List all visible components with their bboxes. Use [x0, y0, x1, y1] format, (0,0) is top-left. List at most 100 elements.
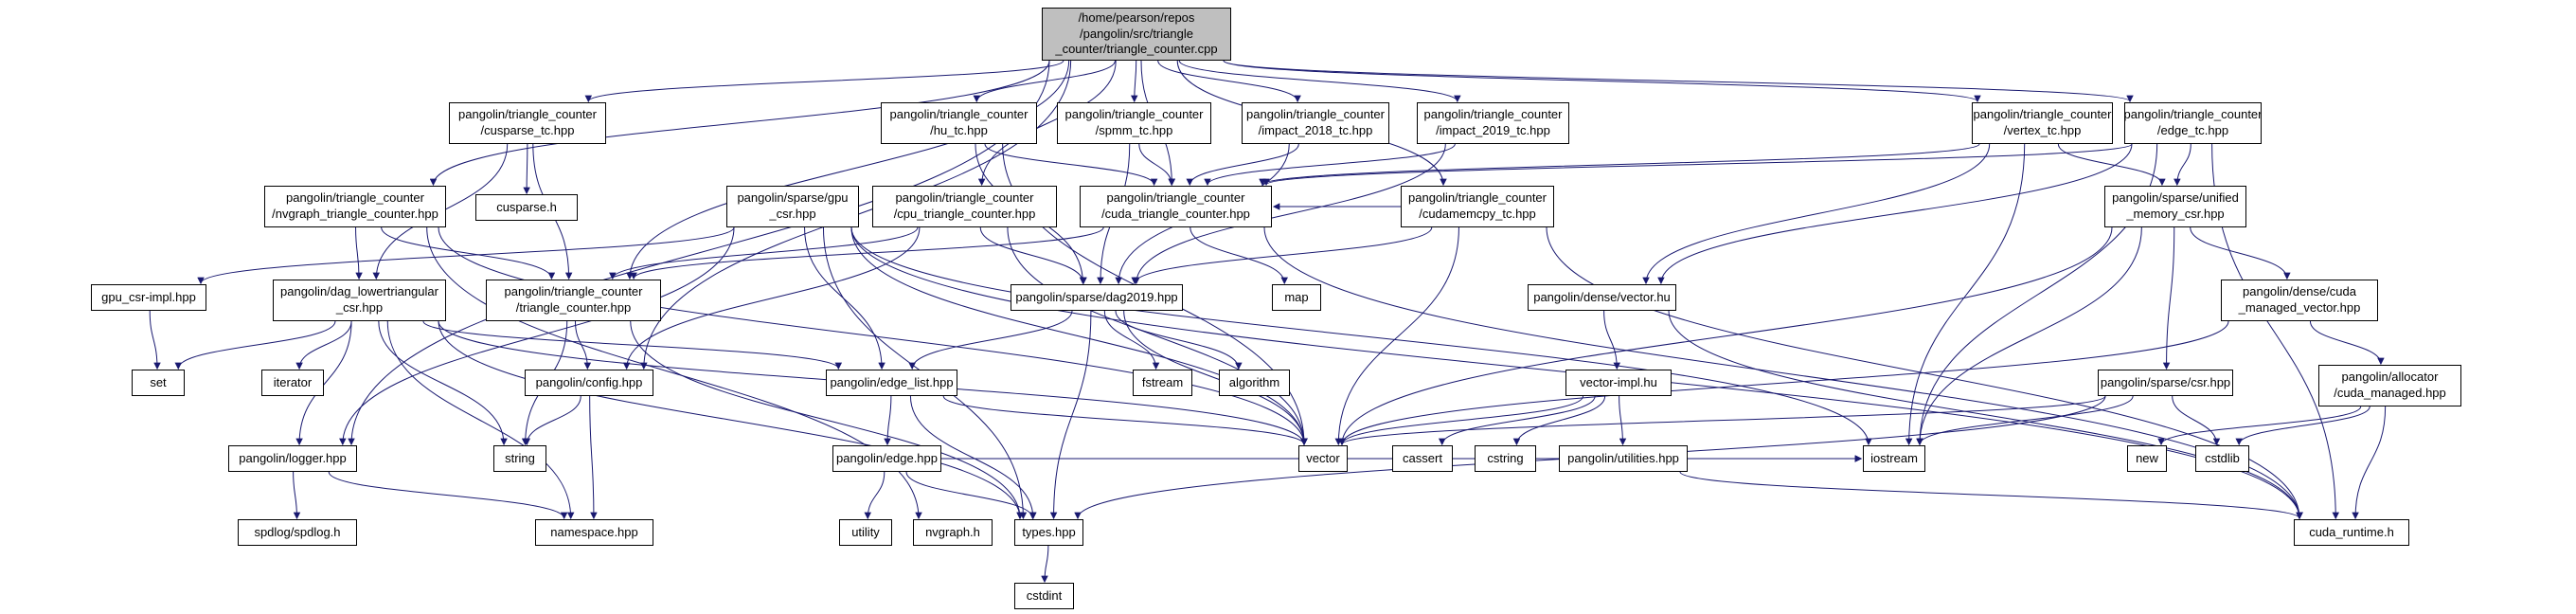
- graph-node-hu_tc[interactable]: pangolin/triangle_counter /hu_tc.hpp: [881, 102, 1037, 144]
- graph-node-set[interactable]: set: [132, 370, 185, 396]
- graph-node-iterator[interactable]: iterator: [261, 370, 324, 396]
- include-edge-tc_hpp-to-config: [574, 320, 592, 370]
- graph-node-utilities[interactable]: pangolin/utilities.hpp: [1559, 445, 1688, 472]
- include-edge-logger-to-spdlog: [293, 471, 301, 520]
- graph-node-spmm_tc[interactable]: pangolin/triangle_counter /spmm_tc.hpp: [1057, 102, 1211, 144]
- graph-node-unified_csr[interactable]: pangolin/sparse/unified _memory_csr.hpp: [2104, 186, 2246, 227]
- graph-node-new[interactable]: new: [2127, 445, 2167, 472]
- graph-node-cuda_tc[interactable]: pangolin/triangle_counter /cuda_triangle…: [1080, 186, 1272, 227]
- include-edge-cuda_tc-to-map: [1190, 226, 1288, 285]
- graph-node-cpu_tc[interactable]: pangolin/triangle_counter /cpu_triangle_…: [872, 186, 1057, 227]
- include-edge-impact2018-to-cuda_tc: [1186, 143, 1299, 187]
- graph-node-config[interactable]: pangolin/config.hpp: [525, 370, 653, 396]
- include-edge-cudamemcpy_tc-to-dag2019: [1131, 226, 1433, 285]
- graph-node-cstdint[interactable]: cstdint: [1014, 583, 1074, 609]
- graph-node-gpu_csr_impl[interactable]: gpu_csr-impl.hpp: [91, 284, 206, 311]
- include-edge-gpu_csr-to-logger: [339, 226, 735, 446]
- graph-node-cstring[interactable]: cstring: [1475, 445, 1536, 472]
- graph-node-types[interactable]: types.hpp: [1014, 519, 1083, 546]
- graph-node-edge_hpp[interactable]: pangolin/edge.hpp: [832, 445, 941, 472]
- graph-node-dag2019[interactable]: pangolin/sparse/dag2019.hpp: [1011, 284, 1183, 311]
- include-edge-vector_impl-to-cassert: [1438, 395, 1596, 446]
- graph-node-map[interactable]: map: [1272, 284, 1321, 311]
- include-edge-sparse_csr-to-iostream: [1916, 395, 2134, 446]
- include-edge-cpp-to-edge_tc: [1223, 60, 2134, 103]
- graph-node-vector[interactable]: vector: [1298, 445, 1348, 472]
- include-edge-cpp-to-spmm_tc: [1131, 60, 1138, 103]
- graph-node-gpu_csr[interactable]: pangolin/sparse/gpu _csr.hpp: [726, 186, 859, 227]
- include-edge-unified_csr-to-cuda_managed_vector: [2190, 226, 2291, 280]
- include-edge-cpp-to-cpu_tc: [977, 60, 1117, 187]
- include-edge-nvgraph_tc-to-vector: [438, 226, 1308, 446]
- include-edge-nvgraph_tc-to-tc_hpp: [381, 226, 556, 280]
- include-edge-dense_vector-to-cuda_runtime: [1668, 310, 2303, 520]
- graph-node-vertex_tc[interactable]: pangolin/triangle_counter /vertex_tc.hpp: [1972, 102, 2113, 144]
- graph-node-iostream[interactable]: iostream: [1863, 445, 1925, 472]
- include-edge-dag2019-to-edge_list: [908, 310, 1073, 370]
- include-edge-config-to-string: [523, 395, 581, 446]
- include-edge-vector_impl-to-cstring: [1512, 395, 1606, 446]
- graph-node-nvgraph_h[interactable]: nvgraph.h: [913, 519, 993, 546]
- graph-node-spdlog[interactable]: spdlog/spdlog.h: [238, 519, 357, 546]
- include-edge-cpp-to-impact2018: [1157, 60, 1301, 103]
- include-edge-hu_tc-to-cuda_tc: [984, 143, 1158, 187]
- include-edge-gpu_csr-to-vector: [850, 226, 1308, 446]
- include-edge-dag_lower-to-namespace: [386, 320, 575, 520]
- graph-node-edge_tc[interactable]: pangolin/triangle_counter /edge_tc.hpp: [2124, 102, 2262, 144]
- graph-node-impact2019[interactable]: pangolin/triangle_counter /impact_2019_t…: [1417, 102, 1569, 144]
- include-edge-gpu_csr-to-iostream: [850, 226, 1872, 446]
- include-edge-cusparse_tc-to-cusparse_h: [523, 143, 530, 195]
- graph-node-cuda_managed[interactable]: pangolin/allocator /cuda_managed.hpp: [2318, 365, 2461, 406]
- graph-node-cusparse_h[interactable]: cusparse.h: [475, 194, 578, 221]
- graph-node-dag_lower[interactable]: pangolin/dag_lowertriangular _csr.hpp: [273, 280, 446, 321]
- include-edge-cudamemcpy_tc-to-vector: [1334, 226, 1459, 446]
- graph-node-fstream[interactable]: fstream: [1133, 370, 1192, 396]
- graph-node-cuda_managed_vector[interactable]: pangolin/dense/cuda _managed_vector.hpp: [2221, 280, 2378, 321]
- graph-node-cusparse_tc[interactable]: pangolin/triangle_counter /cusparse_tc.h…: [449, 102, 606, 144]
- include-edge-cpp-to-tc_hpp: [626, 60, 1070, 280]
- include-edge-vector_impl-to-utilities: [1619, 395, 1627, 446]
- include-edge-cuda_tc-to-tc_hpp: [630, 226, 1104, 280]
- graph-node-impact2018[interactable]: pangolin/triangle_counter /impact_2018_t…: [1242, 102, 1389, 144]
- include-edge-edge_hpp-to-utility: [864, 471, 886, 520]
- graph-node-logger[interactable]: pangolin/logger.hpp: [228, 445, 357, 472]
- graph-node-dense_vector[interactable]: pangolin/dense/vector.hu: [1528, 284, 1676, 311]
- graph-node-cuda_runtime[interactable]: cuda_runtime.h: [2294, 519, 2409, 546]
- include-edge-dag_lower-to-string: [378, 320, 508, 446]
- include-edge-edge_tc-to-cuda_tc: [1262, 143, 2133, 187]
- include-edge-cpu_tc-to-config: [622, 226, 921, 370]
- graph-node-namespace[interactable]: namespace.hpp: [535, 519, 653, 546]
- graph-node-algorithm[interactable]: algorithm: [1219, 370, 1290, 396]
- include-edge-unified_csr-to-vector: [1338, 226, 2113, 446]
- graph-node-edge_list[interactable]: pangolin/edge_list.hpp: [826, 370, 957, 396]
- graph-node-cstdlib[interactable]: cstdlib: [2195, 445, 2249, 472]
- include-edge-vertex_tc-to-cuda_tc: [1259, 143, 1980, 187]
- include-edge-vertex_tc-to-iostream: [1905, 143, 2026, 446]
- include-edge-edge_list-to-types: [909, 395, 1037, 520]
- include-edge-dag2019-to-algorithm: [1115, 310, 1243, 370]
- graph-node-cassert[interactable]: cassert: [1392, 445, 1453, 472]
- graph-node-nvgraph_tc[interactable]: pangolin/triangle_counter /nvgraph_trian…: [264, 186, 446, 227]
- graph-node-utility[interactable]: utility: [839, 519, 892, 546]
- include-edge-vertex_tc-to-dense_vector: [1642, 143, 1991, 285]
- graph-node-tc_hpp[interactable]: pangolin/triangle_counter /triangle_coun…: [486, 280, 661, 321]
- graph-node-vector_impl[interactable]: vector-impl.hu: [1565, 370, 1672, 396]
- graph-node-sparse_csr[interactable]: pangolin/sparse/csr.hpp: [2098, 370, 2233, 396]
- include-edge-cuda_managed_vector-to-cuda_managed: [2309, 320, 2385, 366]
- include-edge-cpp-to-nvgraph_tc: [429, 60, 1050, 187]
- include-edge-edge_tc-to-dense_vector: [1657, 143, 2133, 285]
- include-edge-tc_hpp-to-types: [630, 320, 1024, 520]
- include-edge-dag2019-to-fstream: [1103, 310, 1160, 370]
- graph-node-cudamemcpy_tc[interactable]: pangolin/triangle_counter /cudamemcpy_tc…: [1401, 186, 1554, 227]
- include-edge-vector_impl-to-vector: [1338, 395, 1584, 446]
- include-edge-impact2019-to-dag2019: [1133, 143, 1446, 285]
- include-edge-cpp-to-hu_tc: [973, 60, 1116, 103]
- graph-node-cpp[interactable]: /home/pearson/repos /pangolin/src/triang…: [1042, 8, 1231, 61]
- include-edge-unified_csr-to-sparse_csr: [2162, 226, 2175, 370]
- include-edge-dense_vector-to-vector_impl: [1603, 310, 1620, 370]
- graph-node-string[interactable]: string: [493, 445, 546, 472]
- include-edge-cpu_tc-to-vector: [1007, 226, 1308, 446]
- include-edge-cpp-to-vertex_tc: [1223, 60, 1981, 103]
